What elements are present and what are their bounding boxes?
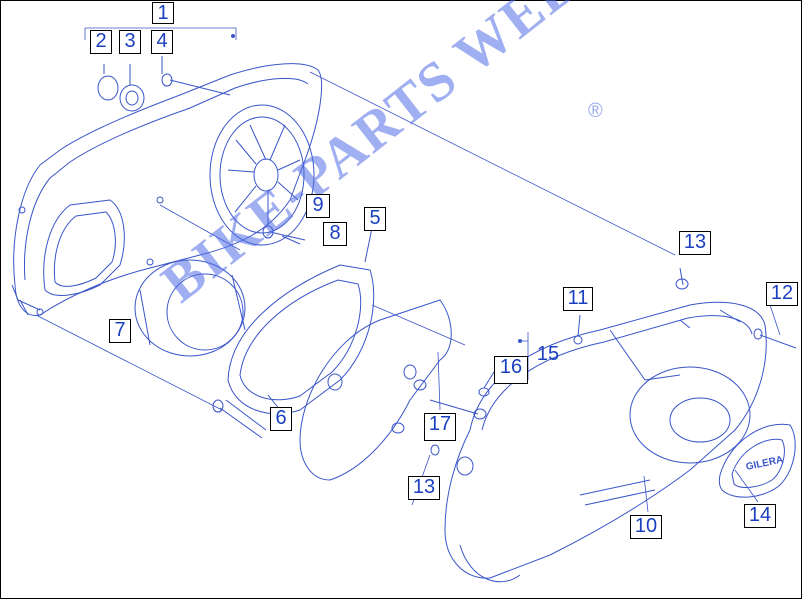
emblem-text-group: GILERA: [745, 454, 784, 473]
callout-5: 5: [364, 207, 386, 231]
callout-3: 3: [119, 30, 141, 54]
callout-11: 11: [563, 287, 593, 311]
bolts: [212, 225, 797, 456]
callout-14: 14: [744, 504, 776, 528]
callout-17: 17: [424, 413, 456, 441]
callout-7: 7: [109, 319, 131, 343]
callout-4: 4: [151, 30, 173, 54]
outer-cover-part: [444, 301, 767, 583]
leader-lines: [35, 27, 781, 513]
emblem-text: GILERA: [745, 454, 784, 473]
callout-9: 9: [306, 194, 330, 218]
callout-6: 6: [270, 407, 292, 431]
callout-8: 8: [323, 222, 347, 246]
callout-16: 16: [494, 356, 528, 384]
callout-13-lower: 13: [408, 476, 440, 500]
seal-ring-part: [134, 259, 246, 357]
callout-12: 12: [766, 282, 798, 306]
circlip-bearing-parts: [97, 56, 231, 112]
callout-10: 10: [630, 515, 662, 539]
callout-15: 15: [536, 343, 560, 365]
callout-2: 2: [90, 30, 112, 54]
inner-plate-part: [227, 227, 452, 481]
callout-1: 1: [152, 2, 174, 24]
inner-cover-part: [11, 63, 323, 316]
callout-13-upper: 13: [679, 231, 711, 255]
watermark-registered-mark: ®: [588, 100, 603, 122]
